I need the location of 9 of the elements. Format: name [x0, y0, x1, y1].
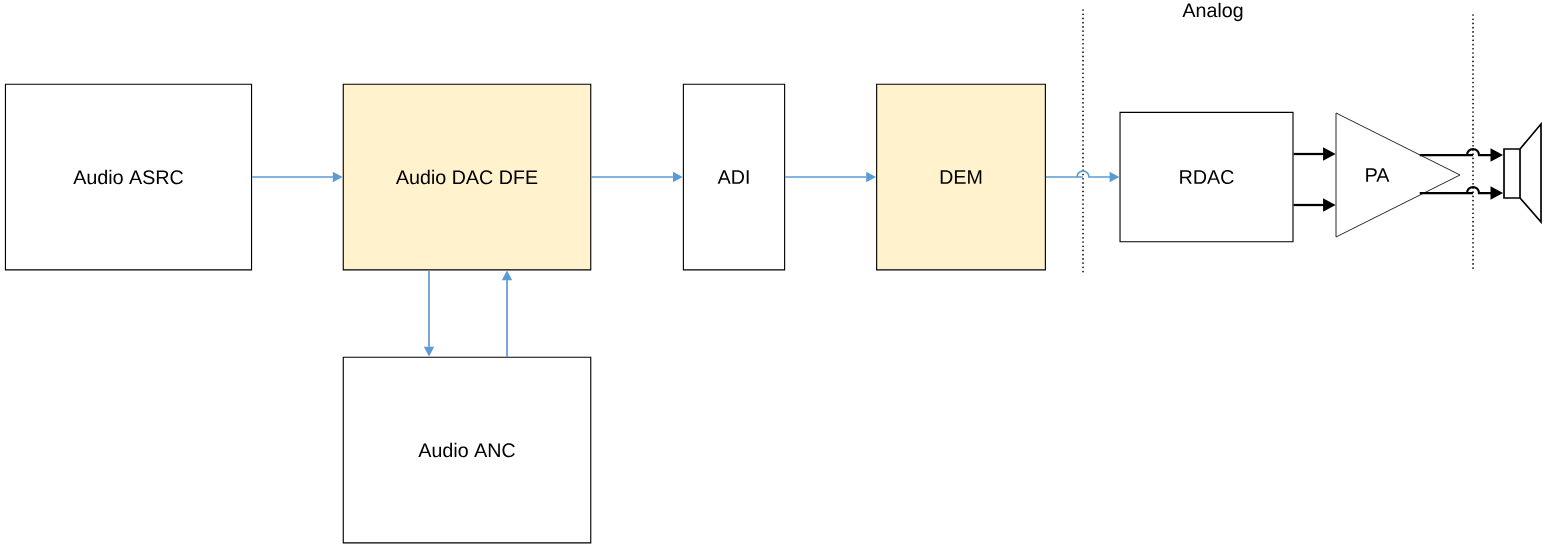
process-box: DEM — [876, 83, 1046, 271]
process-box: Audio ASRC — [4, 83, 253, 271]
section-label: Analog — [1182, 2, 1243, 22]
speaker-drawing — [1503, 121, 1542, 225]
process-box: Audio ANC — [342, 356, 592, 544]
amplifier-triangle: PA — [1335, 112, 1461, 238]
process-box: Audio DAC DFE — [342, 83, 592, 271]
process-box: ADI — [682, 83, 786, 271]
process-box: RDAC — [1119, 111, 1294, 243]
